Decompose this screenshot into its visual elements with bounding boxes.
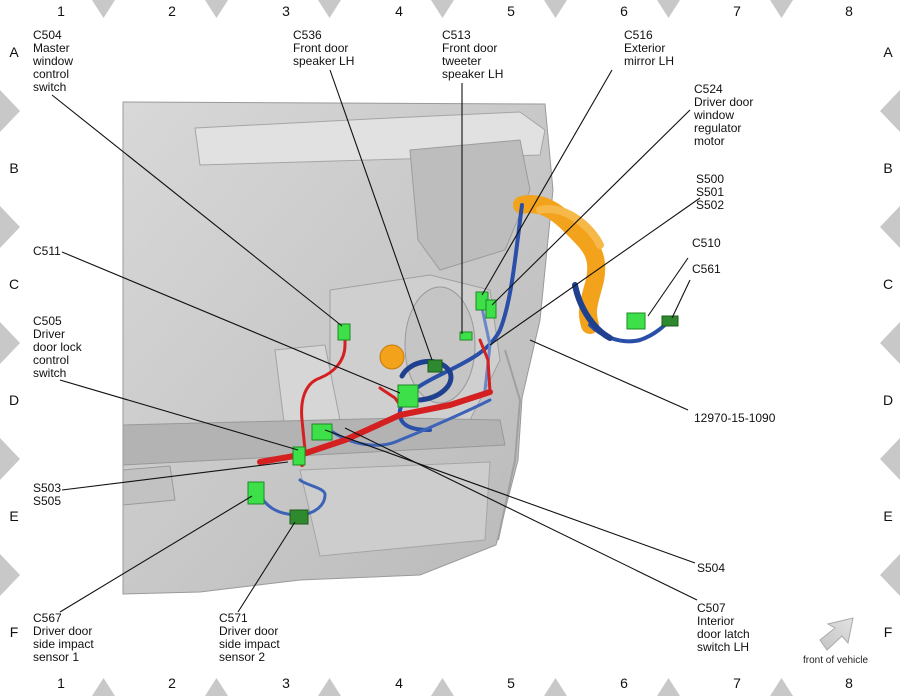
label-c505: C505 Driver door lock control switch [33, 314, 82, 380]
label-c511: C511 [33, 244, 61, 258]
connector-c524 [485, 299, 497, 319]
grid-column-7-top: 7 [733, 3, 741, 19]
connector-c511 [397, 384, 419, 408]
orange-harness [379, 195, 606, 370]
label-s504: S504 [697, 561, 726, 575]
connector-c567 [247, 481, 265, 505]
grid-column-1-bottom: 1 [57, 675, 65, 691]
grid-column-7-bottom: 7 [733, 675, 741, 691]
label-c513: C513 Front door tweeter speaker LH [442, 28, 504, 81]
label-reference-number: 12970-15-1090 [694, 411, 776, 425]
grid-row-a-left: A [9, 44, 19, 60]
grid-row-d-right: D [882, 392, 894, 408]
grid-column-5-bottom: 5 [507, 675, 515, 691]
grid-row-c-left: C [8, 276, 20, 292]
grid-column-6-top: 6 [620, 3, 628, 19]
label-c571: C571 Driver door side impact sensor 2 [219, 611, 280, 664]
grid-column-2-bottom: 2 [168, 675, 176, 691]
front-of-vehicle-label: front of vehicle [803, 655, 869, 666]
grid-column-4-top: 4 [395, 3, 403, 19]
label-c561: C561 [692, 262, 721, 276]
connector-c513 [459, 331, 473, 341]
grid-column-8-top: 8 [845, 3, 853, 19]
grid-row-d-left: D [8, 392, 20, 408]
label-c567: C567 Driver door side impact sensor 1 [33, 611, 94, 664]
grid-column-2-top: 2 [168, 3, 176, 19]
grid-column-6-bottom: 6 [620, 675, 628, 691]
leader-lines [51, 69, 701, 613]
grid-row-f-right: F [883, 624, 893, 640]
grid-row-a-right: A [883, 44, 893, 60]
connectors [247, 291, 679, 525]
connector-c505 [292, 446, 306, 466]
grid-column-5-top: 5 [507, 3, 515, 19]
connector-c504 [337, 323, 351, 341]
grid-row-e-right: E [883, 508, 893, 524]
label-c536: C536 Front door speaker LH [293, 28, 355, 68]
grid-column-1-top: 1 [57, 3, 65, 19]
label-c507: C507 Interior door latch switch LH [697, 601, 750, 654]
label-s503-s505: S503 S505 [33, 481, 62, 508]
front-of-vehicle-arrow-icon [819, 617, 854, 651]
grid-column-8-bottom: 8 [845, 675, 853, 691]
connector-c561 [661, 315, 679, 327]
grid-row-c-right: C [882, 276, 894, 292]
label-s500-s501-s502: S500 S501 S502 [696, 172, 725, 212]
grid-row-f-left: F [9, 624, 19, 640]
grid-row-b-right: B [883, 160, 893, 176]
grid-row-b-left: B [9, 160, 19, 176]
grid-column-3-top: 3 [282, 3, 290, 19]
label-c524: C524 Driver door window regulator motor [694, 82, 754, 148]
connector-c536 [427, 359, 443, 373]
grid-column-3-bottom: 3 [282, 675, 290, 691]
label-c504: C504 Master window control switch [33, 28, 74, 94]
label-c510: C510 [692, 236, 721, 250]
label-c516: C516 Exterior mirror LH [624, 28, 674, 68]
grid-column-4-bottom: 4 [395, 675, 403, 691]
grid-row-e-left: E [9, 508, 19, 524]
connector-c510 [626, 312, 646, 330]
connector-c571 [289, 509, 309, 525]
